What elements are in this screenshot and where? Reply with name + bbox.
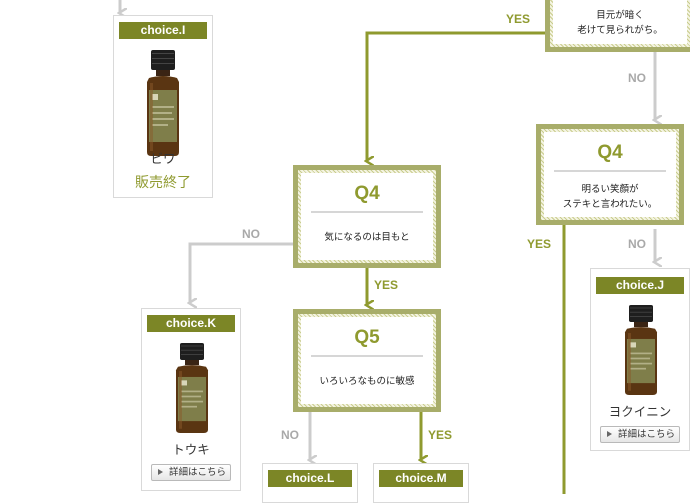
product-name: トウキ: [172, 442, 210, 457]
choice-card-i[interactable]: choice.I ビワ 販売終了: [113, 15, 213, 198]
essential-oil-bottle-icon: [625, 305, 657, 395]
no-label-q5: NO: [281, 428, 299, 442]
choice-card-l[interactable]: choice.L: [262, 463, 358, 503]
no-label-top-right: NO: [628, 71, 646, 85]
question-text: 明るい笑顔が ステキと言われたい。: [562, 184, 658, 210]
yes-label-q5: YES: [428, 428, 453, 442]
question-box-q4-right: Q4 明るい笑顔が ステキと言われたい。: [536, 124, 684, 225]
choice-label: choice.L: [268, 470, 352, 487]
question-text: 目元が暗く 老けて見られがち。: [577, 10, 663, 36]
question-title: Q5: [354, 327, 380, 348]
no-label-q4-left: NO: [242, 227, 260, 241]
question-title: Q4: [354, 183, 380, 204]
choice-label: choice.I: [119, 22, 207, 39]
choice-card-m[interactable]: choice.M: [373, 463, 469, 503]
choice-label: choice.J: [596, 277, 684, 294]
question-box-q4-left: Q4 気になるのは目もと: [293, 165, 441, 268]
question-box-q5: Q5 いろいろなものに敏感: [293, 309, 441, 412]
product-name: ビワ: [150, 151, 176, 166]
yes-label-top: YES: [506, 12, 531, 26]
choice-card-j[interactable]: choice.J ヨクイニン 詳細はこちら: [590, 268, 690, 451]
essential-oil-bottle-icon: [176, 343, 208, 433]
connector-yes-to-q4-left: [367, 31, 545, 161]
connector-no-to-choice-k: [190, 242, 293, 303]
question-divider: [311, 211, 423, 213]
question-divider: [554, 170, 666, 172]
detail-button[interactable]: 詳細はこちら: [151, 464, 231, 481]
question-text: 気になるのは目もと: [324, 232, 410, 243]
question-divider: [311, 355, 423, 357]
sold-out-status: 販売終了: [135, 175, 191, 191]
yes-label-q4-left: YES: [374, 278, 399, 292]
question-title: Q4: [597, 142, 623, 163]
product-name: ヨクイニン: [608, 404, 672, 419]
question-text: いろいろなものに敏感: [319, 376, 415, 387]
triangle-right-icon: [607, 431, 612, 437]
detail-button[interactable]: 詳細はこちら: [600, 426, 680, 443]
question-box-top: 目元が暗く 老けて見られがち。: [545, 0, 690, 52]
triangle-right-icon: [158, 469, 163, 475]
no-label-q4-right: NO: [628, 237, 646, 251]
essential-oil-bottle-icon: [147, 50, 179, 156]
choice-label: choice.M: [379, 470, 463, 487]
choice-label: choice.K: [147, 315, 235, 332]
yes-label-q4-right: YES: [527, 237, 552, 251]
choice-card-k[interactable]: choice.K トウキ 詳細はこちら: [141, 308, 241, 491]
